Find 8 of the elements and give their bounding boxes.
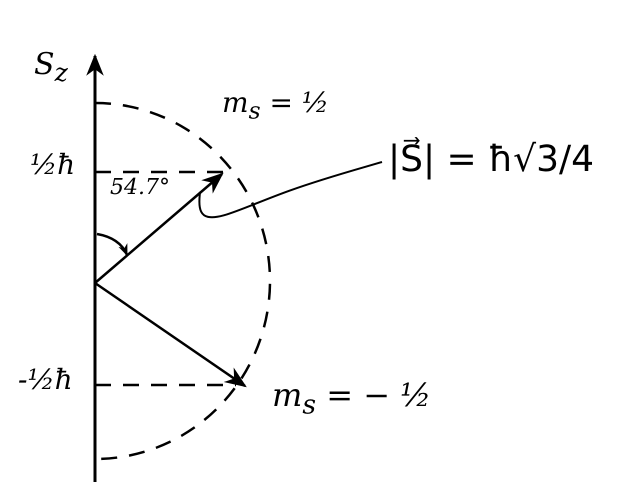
tick-label: ½ħ [30, 150, 76, 181]
axis-label: S$_{z}$ [34, 48, 68, 86]
quantum-number-label: m$_{s}$ = − ½ [272, 378, 432, 420]
tick-label: -½ħ [18, 365, 73, 396]
angle-label: 54.7° [110, 176, 170, 200]
spin-vector [94, 172, 224, 284]
leader-line [198, 161, 382, 218]
quantum-number-label: m$_{s}$ = ½ [222, 88, 329, 124]
